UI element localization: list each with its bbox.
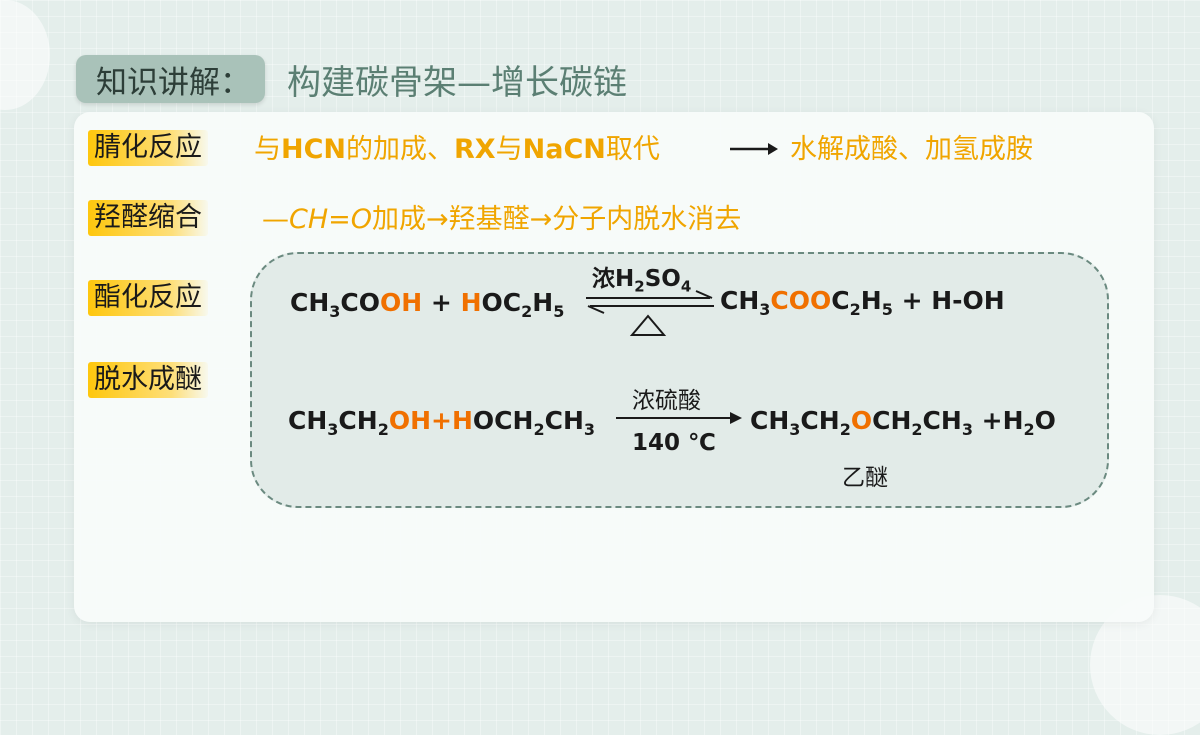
nitrile-result: 水解成酸、加氢成胺 <box>790 134 1033 165</box>
ester-reactants: CH3COOH + HOC2H5 <box>290 288 565 321</box>
ether-temperature: 140 ℃ <box>632 430 716 456</box>
reversible-arrow-icon <box>586 290 714 336</box>
ether-catalyst: 浓硫酸 <box>632 388 701 414</box>
nitrile-text: 与HCN的加成、RX与NaCN取代 <box>254 134 660 165</box>
label-aldol: 羟醛缩合 <box>88 200 208 236</box>
arrow-right-icon <box>616 412 742 424</box>
header: 知识讲解： 构建碳骨架—增长碳链 <box>76 54 627 104</box>
ester-catalyst: 浓H2SO4 <box>592 266 692 296</box>
product-name: 乙醚 <box>842 465 888 491</box>
ether-reactants: CH3CH2OH+HOCH2CH3 <box>288 406 596 439</box>
aldol-text: —CH=O加成→羟基醛→分子内脱水消去 <box>262 204 742 235</box>
page-title: 构建碳骨架—增长碳链 <box>287 62 627 103</box>
reaction-box <box>250 252 1109 508</box>
ether-products: CH3CH2OCH2CH3 +H2O <box>750 406 1056 439</box>
ester-products: CH3COOC2H5 + H-OH <box>720 286 1005 319</box>
arrow-right-icon <box>730 143 778 155</box>
decor-circle <box>0 0 50 110</box>
label-etherification: 脱水成醚 <box>88 362 208 398</box>
title-tag: 知识讲解： <box>76 55 265 103</box>
label-esterification: 酯化反应 <box>88 280 208 316</box>
label-nitrile: 腈化反应 <box>88 130 208 166</box>
